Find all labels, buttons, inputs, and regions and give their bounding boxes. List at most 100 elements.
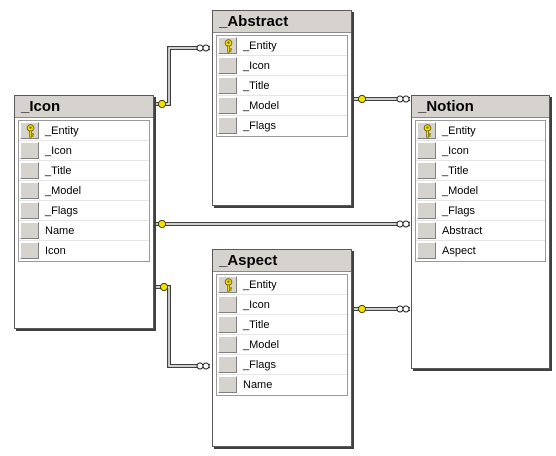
column-name: _Flags [45, 205, 79, 217]
column-row[interactable]: _Title [416, 161, 545, 181]
row-selector[interactable] [218, 296, 237, 313]
column-row[interactable]: _Entity [217, 36, 347, 56]
column-list: _Entity _Icon _Title _Model _Flags Abstr… [415, 120, 546, 262]
row-selector[interactable] [218, 97, 237, 114]
row-selector[interactable] [218, 376, 237, 393]
row-selector[interactable] [417, 162, 436, 179]
row-selector[interactable] [218, 37, 237, 54]
column-name: _Icon [442, 145, 469, 157]
row-selector[interactable] [20, 182, 39, 199]
row-selector[interactable] [417, 122, 436, 139]
column-name: Name [45, 225, 75, 237]
row-selector[interactable] [218, 316, 237, 333]
row-selector[interactable] [218, 336, 237, 353]
column-list: _Entity _Icon _Title _Model _Flags Name [216, 274, 348, 396]
column-list: _Entity _Icon _Title _Model _Flags Name … [18, 120, 150, 262]
row-selector[interactable] [218, 77, 237, 94]
column-row[interactable]: _Model [19, 181, 149, 201]
row-selector[interactable] [417, 242, 436, 259]
column-row[interactable]: Icon [19, 241, 149, 261]
row-selector[interactable] [20, 202, 39, 219]
column-row[interactable]: _Model [217, 335, 347, 355]
column-row[interactable]: _Flags [19, 201, 149, 221]
relationship-icon-notion[interactable] [154, 219, 410, 229]
table-notion[interactable]: _Notion _Entity _Icon _Title _Model _Fla… [411, 95, 550, 369]
row-selector[interactable] [417, 182, 436, 199]
column-row[interactable]: _Flags [217, 355, 347, 375]
column-name: Icon [45, 245, 66, 257]
column-name: _Flags [243, 359, 277, 371]
primary-key-icon [224, 278, 233, 292]
primary-key-icon [26, 124, 35, 138]
row-selector[interactable] [417, 222, 436, 239]
row-selector[interactable] [20, 222, 39, 239]
column-name: _Title [243, 319, 270, 331]
one-end-key-icon [157, 219, 167, 229]
relationship-abstract-notion[interactable] [352, 94, 410, 104]
one-end-key-icon [357, 94, 367, 104]
column-row[interactable]: _Flags [217, 116, 347, 136]
column-name: _Icon [45, 145, 72, 157]
column-row[interactable]: Abstract [416, 221, 545, 241]
many-end-infinity-icon [196, 362, 210, 370]
relationship-icon-aspect[interactable] [154, 282, 210, 370]
column-row[interactable]: _Entity [19, 121, 149, 141]
many-end-infinity-icon [396, 305, 410, 313]
column-name: _Model [45, 185, 82, 197]
many-end-infinity-icon [396, 220, 410, 228]
column-row[interactable]: _Flags [416, 201, 545, 221]
column-row[interactable]: _Entity [217, 275, 347, 295]
primary-key-icon [224, 39, 233, 53]
column-name: Aspect [442, 245, 476, 257]
table-title: _Aspect [213, 250, 351, 272]
column-row[interactable]: _Entity [416, 121, 545, 141]
column-name: _Model [243, 100, 280, 112]
row-selector[interactable] [20, 242, 39, 259]
row-selector[interactable] [20, 142, 39, 159]
table-abstract[interactable]: _Abstract _Entity _Icon _Title _Model _F… [212, 10, 352, 206]
column-row[interactable]: Name [217, 375, 347, 395]
table-title: _Icon [15, 96, 153, 118]
column-row[interactable]: Name [19, 221, 149, 241]
column-row[interactable]: _Title [217, 315, 347, 335]
column-name: _Entity [243, 40, 277, 52]
column-row[interactable]: _Icon [19, 141, 149, 161]
column-name: _Title [243, 80, 270, 92]
many-end-infinity-icon [196, 44, 210, 52]
one-end-key-icon [157, 99, 167, 109]
table-title: _Abstract [213, 11, 351, 33]
one-end-key-icon [159, 282, 169, 292]
many-end-infinity-icon [396, 95, 410, 103]
table-aspect[interactable]: _Aspect _Entity _Icon _Title _Model _Fla… [212, 249, 352, 447]
column-row[interactable]: _Model [217, 96, 347, 116]
column-list: _Entity _Icon _Title _Model _Flags [216, 35, 348, 137]
column-row[interactable]: _Icon [416, 141, 545, 161]
column-row[interactable]: _Title [19, 161, 149, 181]
row-selector[interactable] [417, 142, 436, 159]
row-selector[interactable] [20, 122, 39, 139]
row-selector[interactable] [218, 117, 237, 134]
row-selector[interactable] [218, 276, 237, 293]
column-name: _Title [442, 165, 469, 177]
relationship-aspect-notion[interactable] [352, 304, 410, 314]
column-name: _Model [243, 339, 280, 351]
column-row[interactable]: _Icon [217, 56, 347, 76]
column-row[interactable]: _Title [217, 76, 347, 96]
column-row[interactable]: _Model [416, 181, 545, 201]
table-icon[interactable]: _Icon _Entity _Icon _Title _Model _Flags… [14, 95, 154, 329]
row-selector[interactable] [218, 57, 237, 74]
row-selector[interactable] [218, 356, 237, 373]
column-name: _Icon [243, 299, 270, 311]
column-name: _Model [442, 185, 479, 197]
column-name: Name [243, 379, 273, 391]
column-row[interactable]: _Icon [217, 295, 347, 315]
primary-key-icon [423, 124, 432, 138]
column-name: _Entity [243, 279, 277, 291]
row-selector[interactable] [417, 202, 436, 219]
relationship-icon-abstract[interactable] [154, 44, 210, 109]
column-row[interactable]: Aspect [416, 241, 545, 261]
column-name: _Flags [442, 205, 476, 217]
row-selector[interactable] [20, 162, 39, 179]
table-title: _Notion [412, 96, 549, 118]
